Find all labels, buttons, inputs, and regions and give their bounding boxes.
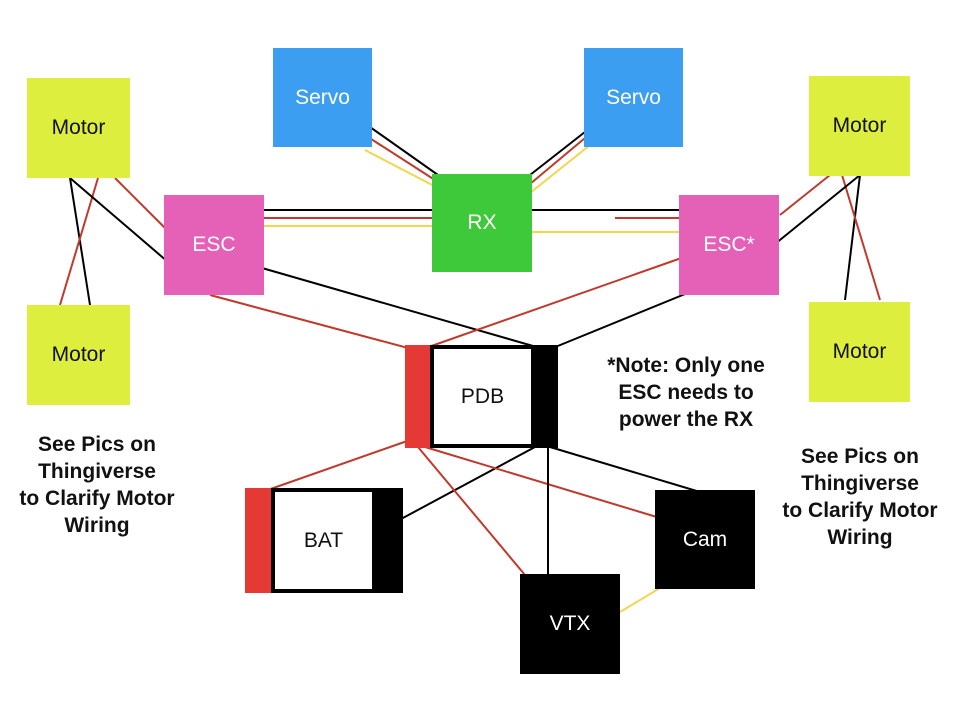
motor-top-left: Motor [27, 78, 130, 178]
pdb-body: PDB [430, 345, 535, 448]
motor-bottom-left-label: Motor [51, 343, 106, 366]
wire-pdb-bat-red [261, 439, 411, 493]
wire-servo-right-rx-ground [529, 127, 591, 176]
motor-bottom-right-label: Motor [832, 340, 887, 363]
motor-bottom-left: Motor [27, 305, 130, 405]
wire-servo-left-rx-ground [369, 126, 439, 176]
servo-left: Servo [273, 48, 372, 147]
motor-bottom-right: Motor [809, 302, 910, 402]
pdb-label: PDB [460, 384, 505, 408]
pdb-positive-terminal [405, 345, 430, 448]
battery-negative-terminal [373, 488, 403, 593]
rx-receiver: RX [432, 174, 532, 272]
wire-esc-right-pdb-red [419, 254, 691, 351]
esc-right-label: ESC* [703, 233, 755, 256]
motor-top-right: Motor [809, 76, 910, 176]
servo-left-label: Servo [295, 85, 350, 109]
servo-right-label: Servo [606, 85, 661, 109]
wire-servo-left-rx-signal [364, 149, 439, 189]
left-motor-wiring-note: See Pics on Thingiverse to Clarify Motor… [19, 433, 175, 537]
esc-left-label: ESC [192, 233, 236, 256]
battery-positive-terminal [245, 488, 271, 593]
pdb-negative-terminal [532, 345, 558, 448]
wire-pdb-cam-red [424, 446, 661, 519]
wire-esc-right-pdb-ground [547, 291, 691, 351]
wire-motor-tr-a [844, 174, 861, 301]
camera-label: Cam [682, 527, 728, 551]
esc-right: ESC* [679, 195, 779, 295]
vtx-transmitter: VTX [520, 574, 620, 674]
wire-motor-tr-b [841, 174, 881, 301]
battery-body: BAT [271, 488, 376, 593]
wire-motor-tl-esc-red [114, 177, 166, 229]
vtx-label: VTX [549, 612, 591, 635]
esc-left: ESC [164, 195, 264, 295]
wire-motor-tl-b [59, 177, 99, 306]
wire-cam-vtx-signal [619, 587, 661, 613]
wire-servo-right-rx-red [529, 137, 586, 185]
wire-pdb-cam-ground [549, 446, 701, 493]
wire-esc-left-pdb-ground [261, 267, 541, 349]
wire-esc-left-pdb-red [209, 294, 409, 349]
camera: Cam [655, 490, 755, 589]
wire-motor-tl-esc-ground [69, 177, 169, 263]
pdb-board: PDB [405, 345, 558, 448]
wire-servo-right-rx-signal [529, 144, 591, 194]
motor-top-left-label: Motor [51, 116, 106, 139]
esc-power-note: *Note: Only one ESC needs to power the R… [607, 354, 765, 431]
wire-servo-left-rx-red [367, 136, 439, 183]
motor-top-right-label: Motor [832, 114, 887, 137]
wire-motor-tr-esc-ground [774, 174, 861, 245]
rx-label: RX [467, 211, 497, 234]
battery-label: BAT [303, 528, 344, 552]
servo-right: Servo [584, 48, 683, 147]
right-motor-wiring-note: See Pics on Thingiverse to Clarify Motor… [782, 445, 938, 549]
wire-pdb-vtx-red [417, 446, 526, 576]
battery: BAT [245, 488, 403, 593]
wire-motor-tr-esc-red [779, 174, 831, 216]
